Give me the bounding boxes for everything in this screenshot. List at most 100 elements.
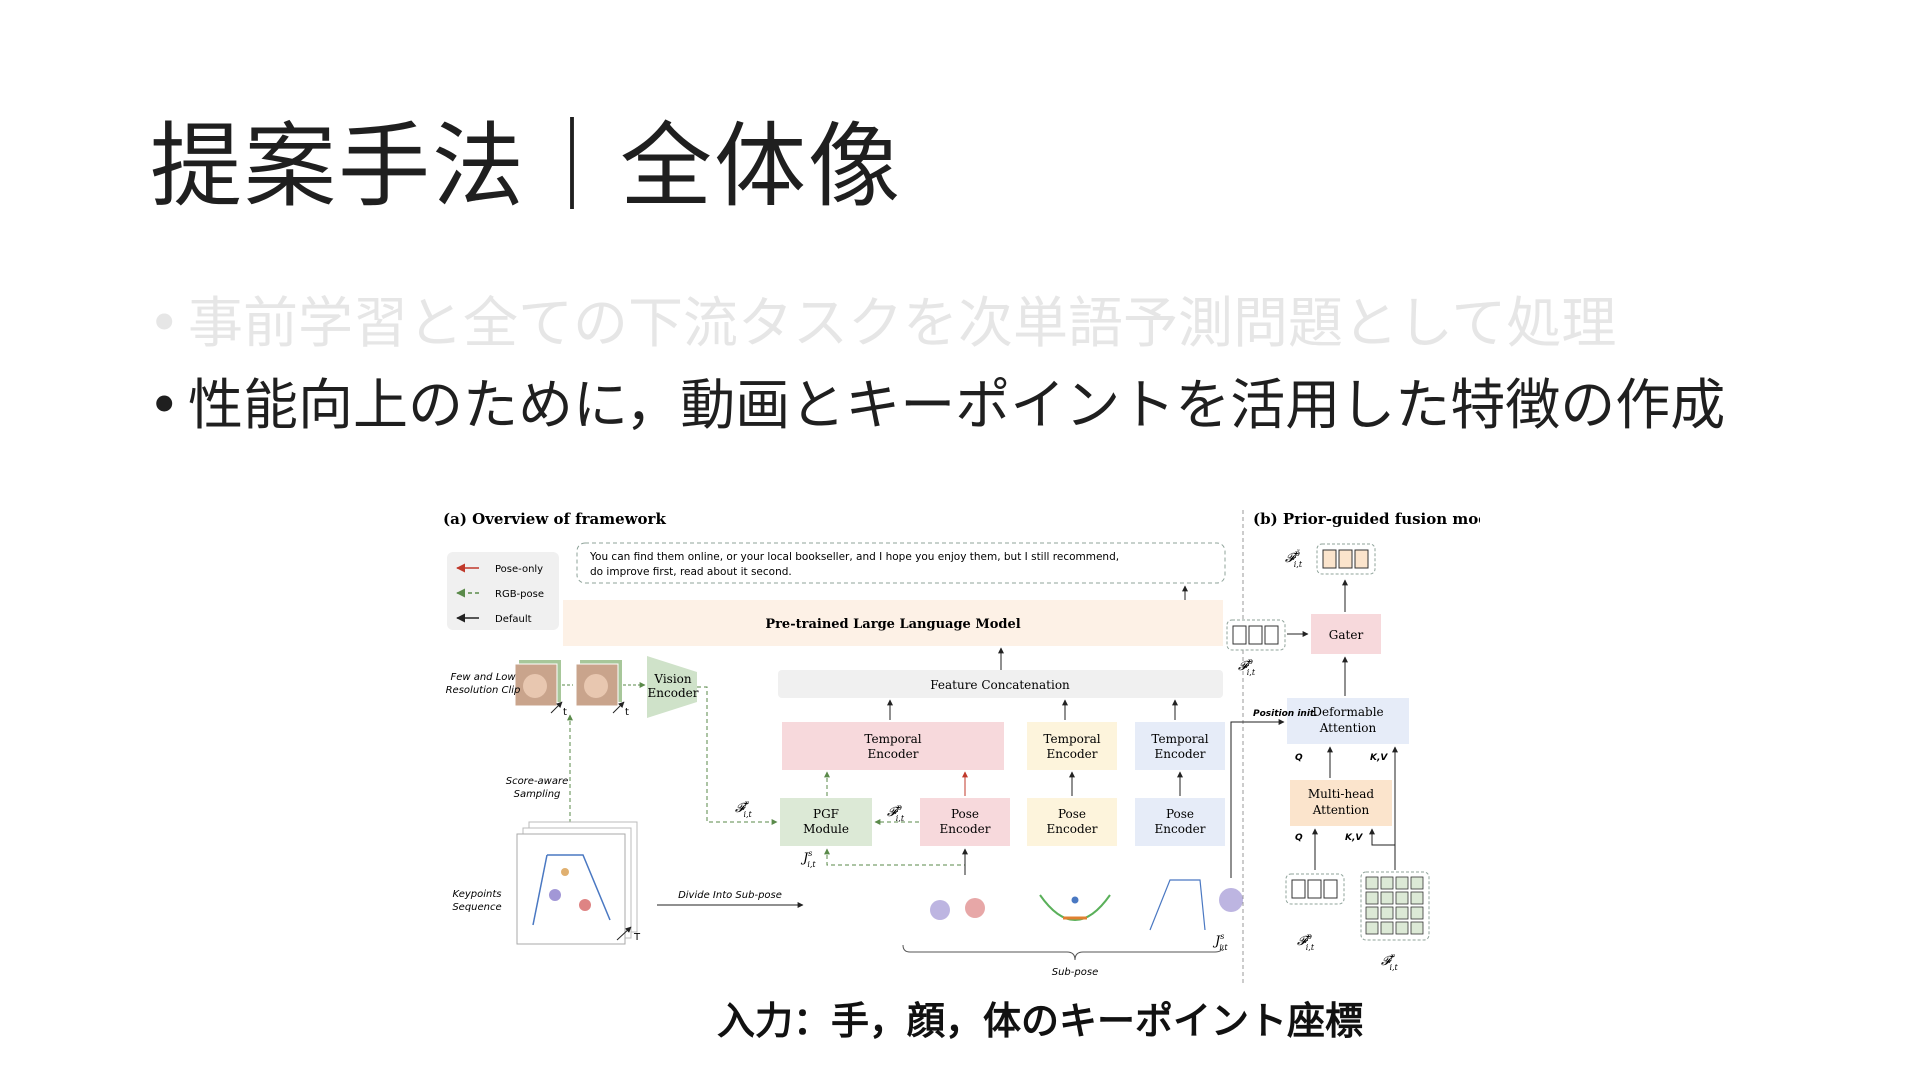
feature-concat-box: [778, 670, 1223, 698]
pose-encoder-hand-label-1: Pose: [951, 807, 979, 821]
rgb-feature-cell: [1365, 906, 1379, 920]
pose-encoder-body-label-1: Pose: [1166, 807, 1194, 821]
rgb-feature-cell: [1410, 876, 1424, 890]
pose-encoder-face-label-2: Encoder: [1047, 822, 1098, 836]
rgb-feature-cell: [1410, 921, 1424, 935]
temporal-encoder-body-label-1: Temporal: [1151, 732, 1208, 746]
deformable-label-2: Attention: [1319, 721, 1377, 735]
pgf-module-label-1: PGF: [813, 807, 839, 821]
position-init-label: Position init.: [1253, 709, 1318, 719]
legend-default: Default: [495, 614, 532, 625]
subpose-label: Sub-pose: [1052, 967, 1098, 978]
pose-encoder-face-label-1: Pose: [1058, 807, 1086, 821]
bullet-dot: •: [148, 291, 181, 355]
rgb-feature-cell: [1380, 906, 1394, 920]
pose-encoder-hand-label-2: Encoder: [940, 822, 991, 836]
temporal-encoder-rgb-label-1: Temporal: [864, 732, 921, 746]
output-text-box: [576, 542, 1226, 584]
rgb-feature-cell: [1395, 876, 1409, 890]
legend-pose-only: Pose-only: [495, 564, 543, 575]
rgb-feature-grid: [1360, 871, 1430, 941]
framework-diagram: (a) Overview of framework (b) Prior-guid…: [443, 510, 1480, 985]
temporal-encoder-body-label-2: Encoder: [1155, 747, 1206, 761]
pose-encoder-face: [1027, 798, 1117, 846]
temporal-encoder-face: [1027, 722, 1117, 770]
rgb-feature-cell: [1395, 891, 1409, 905]
temporal-encoder-face-label-2: Encoder: [1047, 747, 1098, 761]
keypoints-label-1: Keypoints: [453, 889, 502, 900]
llm-box: [563, 600, 1223, 646]
keypoints-label-2: Sequence: [452, 902, 501, 913]
keypoint-hand-thumbnail: [1219, 888, 1243, 912]
subpose-face: [1039, 894, 1111, 921]
kv-label-bottom: K,V: [1345, 833, 1363, 843]
bullet-item-2: •性能向上のために，動画とキーポイントを活用した特徴の作成: [148, 364, 1725, 446]
score-sampling-label-1: Score-aware: [506, 776, 569, 787]
rgb-feature-cell: [1395, 906, 1409, 920]
bullet-item-1: •事前学習と全ての下流タスクを次単語予測問題として処理: [148, 282, 1725, 364]
temporal-encoder-face-label-1: Temporal: [1043, 732, 1100, 746]
pose-encoder-hand: [920, 798, 1010, 846]
legend: Pose-only RGB-pose Default: [447, 552, 559, 630]
panel-a-title: (a) Overview of framework: [443, 510, 666, 528]
framework-figure: (a) Overview of framework (b) Prior-guid…: [435, 500, 1480, 990]
score-sampling-label-2: Sampling: [514, 789, 561, 800]
pose-encoder-body: [1135, 798, 1225, 846]
bullet-text-1: 事前学習と全ての下流タスクを次単語予測問題として処理: [188, 291, 1617, 355]
legend-rgb-pose: RGB-pose: [495, 589, 544, 600]
vision-encoder-label-1: Vision: [653, 672, 692, 686]
gater-box: [1311, 614, 1381, 654]
fused-feature-tokens: [1316, 543, 1376, 575]
fptilde-label: 𝓕p̃i,t: [1285, 549, 1303, 569]
bullet-dot: •: [148, 373, 181, 437]
output-text-line1: You can find them online, or your local …: [589, 551, 1119, 563]
pose-encoder-body-label-2: Encoder: [1155, 822, 1206, 836]
vision-encoder-label-2: Encoder: [648, 686, 699, 700]
rgb-feature-cell: [1380, 921, 1394, 935]
deformable-label-1: Deformable: [1312, 705, 1383, 719]
slide-title: 提案手法｜全体像: [150, 113, 903, 220]
keypoint-sequence: [516, 821, 638, 945]
pose-feature-tokens-bottom: [1285, 873, 1345, 905]
clip-label-1: Few and Low: [450, 672, 516, 683]
llm-label: Pre-trained Large Language Model: [765, 617, 1020, 632]
clip-label-2: Resolution Clip: [446, 685, 521, 696]
panel-b-title: (b) Prior-guided fusion module: [1253, 510, 1480, 528]
gater-label: Gater: [1329, 628, 1364, 642]
pgf-module-label-2: Module: [803, 822, 849, 836]
t-label-2: t: [625, 707, 629, 718]
rgb-feature-cell: [1410, 891, 1424, 905]
temporal-encoder-body: [1135, 722, 1225, 770]
output-text-line2: do improve first, read about it second.: [590, 566, 792, 578]
deformable-attention-box: [1287, 698, 1409, 744]
vision-encoder: [647, 656, 697, 718]
feature-concat-label: Feature Concatenation: [930, 678, 1070, 692]
t-label-1: t: [563, 707, 567, 718]
pose-feature-tokens-top: [1226, 619, 1286, 651]
rgb-feature-cell: [1365, 921, 1379, 935]
multihead-label-2: Attention: [1312, 803, 1370, 817]
temporal-encoder-rgb: [782, 722, 1004, 770]
rgb-feature-cell: [1395, 921, 1409, 935]
rgb-feature-cell: [1380, 876, 1394, 890]
video-clip: [514, 660, 622, 707]
subpose-hands: [930, 898, 985, 920]
rgb-feature-cell: [1365, 876, 1379, 890]
rgb-feature-cell: [1410, 906, 1424, 920]
kv-label-top: K,V: [1370, 753, 1388, 763]
rgb-feature-cell: [1365, 891, 1379, 905]
q-label-bottom: Q: [1295, 833, 1303, 843]
pgf-module-box: [780, 798, 872, 846]
multihead-attention-box: [1290, 780, 1392, 826]
bullet-list: •事前学習と全ての下流タスクを次単語予測問題として処理 •性能向上のために，動画…: [148, 282, 1725, 446]
q-label-top: Q: [1295, 753, 1303, 763]
T-label: T: [633, 932, 641, 943]
rgb-feature-cell: [1380, 891, 1394, 905]
